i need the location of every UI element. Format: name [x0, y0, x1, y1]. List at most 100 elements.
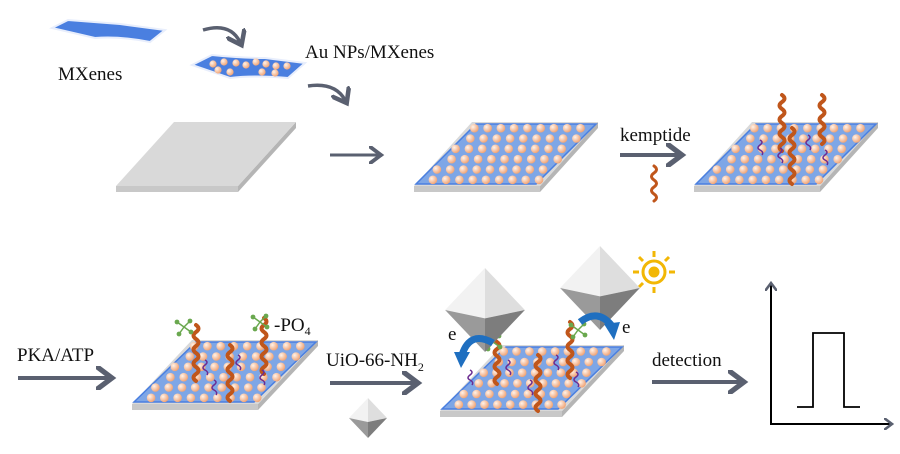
linker [527, 379, 534, 396]
au-nanoparticle [576, 123, 585, 133]
au-nanoparticle [272, 372, 281, 382]
au-nanoparticle [265, 352, 274, 361]
au-nanoparticle [549, 389, 558, 399]
au-nanoparticle [480, 400, 489, 409]
au-nanoparticle [205, 372, 215, 382]
au-nanoparticle [179, 372, 188, 382]
au-nanoparticle [291, 352, 301, 361]
au-nanoparticle [262, 60, 270, 68]
au-nanoparticle [562, 389, 571, 399]
au-nanoparticle [244, 383, 253, 392]
au-nanoparticle [479, 134, 488, 143]
octahedron-face [485, 268, 525, 319]
au-nanoparticle [199, 393, 209, 403]
au-nanoparticle [483, 123, 492, 133]
au-nanoparticle [757, 144, 767, 154]
uio-66-nh2-particle [349, 398, 387, 438]
phosphate-group [174, 318, 194, 337]
au-nanoparticle [183, 362, 193, 372]
au-nanoparticle [557, 400, 566, 409]
au-nanoparticle [582, 368, 591, 378]
au-nanoparticle [602, 347, 611, 356]
au-nanoparticle [536, 123, 545, 133]
au-nanoparticle [242, 61, 250, 69]
au-nanoparticle [160, 393, 169, 403]
octahedron-face [485, 310, 525, 352]
au-nanoparticle [296, 341, 305, 351]
phosphate-atom [263, 313, 269, 319]
au-nanoparticle [526, 154, 536, 164]
phosphate-atom [252, 326, 258, 332]
au-nanoparticle [468, 175, 478, 185]
light-icon [633, 251, 675, 293]
au-nanoparticle [721, 175, 731, 185]
au-nanoparticle [177, 383, 187, 392]
au-nanoparticle [725, 165, 735, 174]
linker [553, 354, 560, 371]
kemptide-peptide [191, 323, 201, 383]
linker [757, 139, 764, 156]
au-nanoparticle [500, 379, 509, 388]
au-nanoparticle [545, 357, 555, 367]
au-nanoparticle [530, 144, 540, 154]
au-nanoparticle [523, 389, 533, 399]
au-nanoparticle [474, 379, 484, 388]
au-nanoparticle [519, 134, 528, 143]
au-nanoparticle [276, 362, 286, 372]
signal-pulse [797, 332, 860, 408]
au-nanoparticle [761, 175, 771, 185]
linker [805, 134, 812, 151]
au-nanoparticle [520, 357, 529, 367]
signal-graph [770, 285, 890, 424]
au-nanoparticle [499, 347, 509, 356]
au-nanoparticle [190, 383, 200, 392]
au-nanoparticle [562, 123, 572, 133]
au-nanoparticle [771, 144, 780, 154]
au-nanoparticle [493, 400, 502, 409]
substrate-front-edge [694, 186, 820, 192]
label-po4: -PO4 [274, 315, 311, 338]
au-nanoparticle [459, 389, 469, 399]
au-nanoparticle [748, 175, 757, 185]
au-nanoparticle [512, 165, 521, 174]
au-nanoparticle [210, 362, 219, 372]
au-nanoparticle [209, 60, 217, 68]
au-nanoparticle [213, 393, 222, 403]
phosphate-atom [582, 332, 588, 338]
au-nanoparticle [797, 144, 807, 154]
au-nanoparticle [258, 68, 266, 76]
au-nanoparticle [852, 134, 861, 143]
au-nanoparticle [151, 383, 160, 392]
phosphate-atom [188, 329, 194, 335]
au-nanoparticle [727, 154, 736, 164]
au-nanoparticle [842, 123, 852, 133]
au-nanoparticle [472, 165, 482, 174]
linker [777, 147, 784, 164]
octahedron-face [349, 418, 368, 438]
au-nanoparticle [517, 368, 527, 378]
au-nanoparticle [856, 123, 865, 133]
au-nanoparticle [185, 352, 195, 361]
substrate-front-edge [116, 186, 238, 192]
au-nanoparticle [454, 400, 464, 409]
bare-substrate [116, 122, 296, 192]
au-nanoparticle [537, 347, 547, 356]
au-nanoparticle [232, 372, 241, 382]
au-nanoparticle [540, 154, 549, 164]
au-nanoparticle [186, 393, 196, 403]
au-nanoparticle [739, 165, 748, 174]
au-nanoparticle [829, 123, 839, 133]
octahedron-face [368, 398, 387, 422]
substrate-side-edge [238, 122, 296, 192]
au-nanoparticle [245, 372, 255, 382]
label-electron-left: e [448, 324, 456, 345]
phosphorylated-electrode [132, 340, 318, 410]
au-nanoparticle [283, 62, 291, 70]
au-nanoparticle [491, 144, 500, 154]
au-nanoparticle [479, 368, 489, 378]
au-nanoparticle [173, 393, 182, 403]
au-nanoparticle [441, 175, 451, 185]
au-nanoparticle [544, 400, 553, 409]
octahedron-face [600, 246, 640, 297]
free-kemptide [650, 164, 658, 203]
